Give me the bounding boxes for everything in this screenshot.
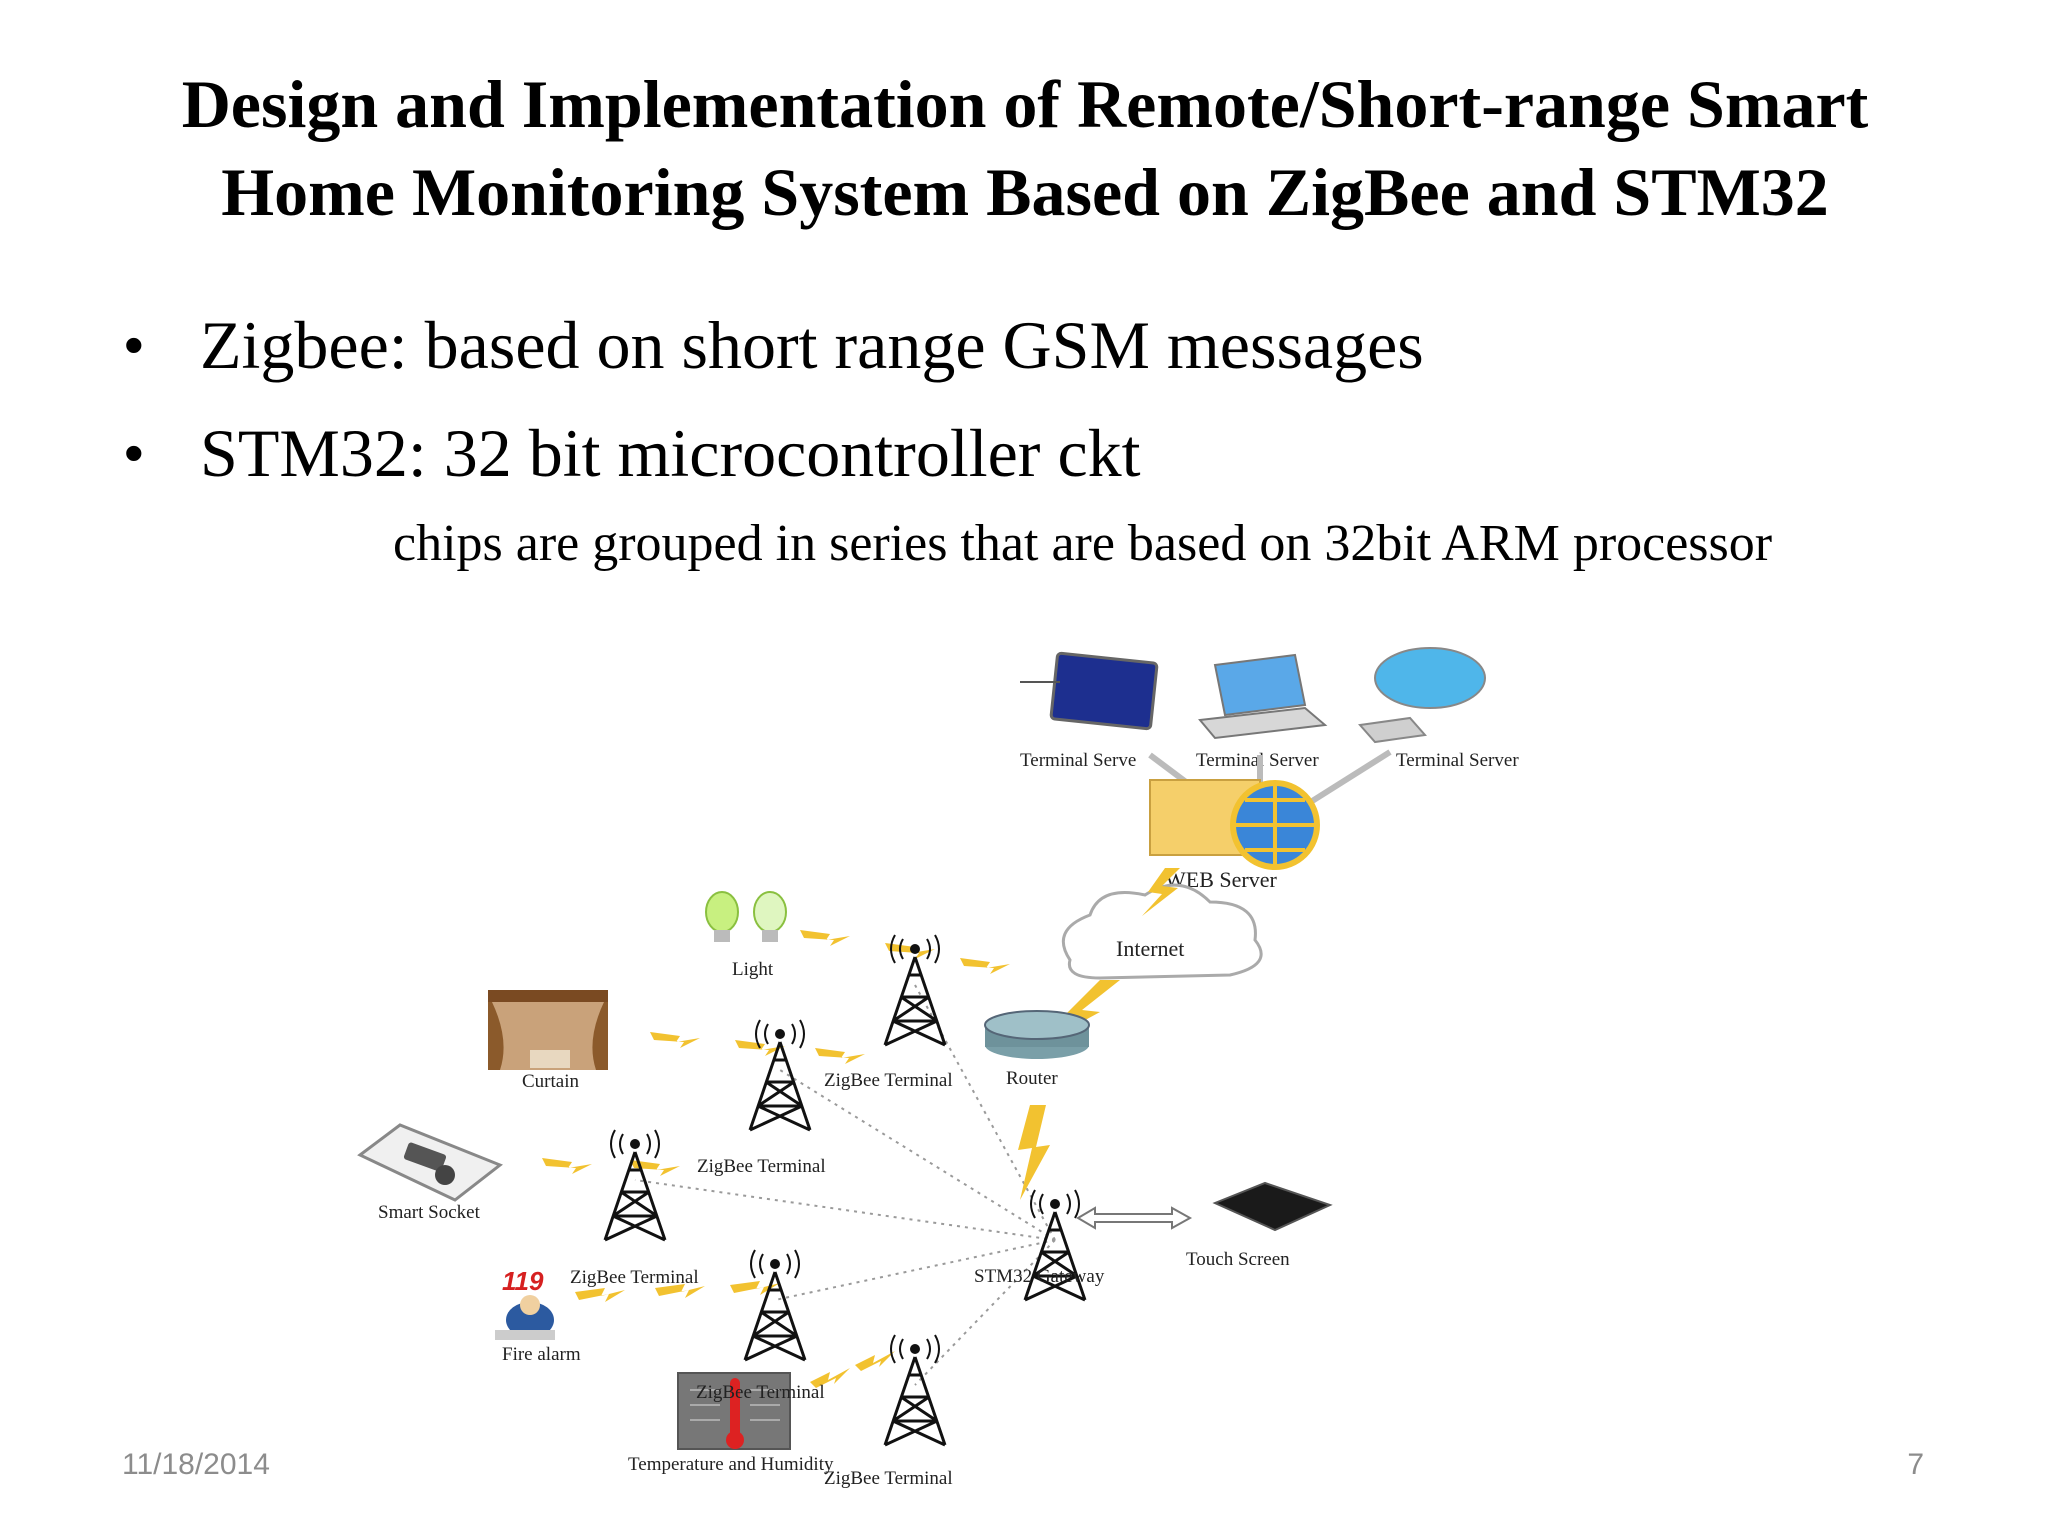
bullet-text: Zigbee: based on short range GSM message… [200,307,1424,383]
light-label: Light [732,959,774,980]
temperature-humidity-label: Temperature and Humidity [628,1454,834,1475]
curtain-icon [488,990,608,1070]
curtain-label: Curtain [522,1071,579,1092]
zigbee-terminal-icon-2 [748,1018,812,1132]
router-label: Router [1006,1068,1058,1089]
internet-cloud-icon [1061,883,1263,980]
sub-note: chips are grouped in series that are bas… [393,515,1773,572]
bullet-item-zigbee: • Zigbee: based on short range GSM messa… [120,305,1424,385]
bullet-dot-icon: • [124,313,144,376]
smart-socket-label: Smart Socket [378,1202,481,1223]
stm32-gateway-label: STM32 Gateway [974,1266,1105,1287]
smart-home-network-diagram: Terminal Serve Terminal Server Terminal … [357,647,1519,1489]
zigbee-terminal-label-1: ZigBee Terminal [824,1070,953,1091]
page-number: 7 [1907,1448,1924,1481]
terminal-server-laptop-icon [1198,653,1328,740]
fire-alarm-label: Fire alarm [502,1344,581,1365]
footer-date: 11/18/2014 [122,1448,270,1481]
internet-label: Internet [1116,936,1184,961]
router-icon [984,1010,1090,1059]
web-server-icon [1149,779,1320,870]
bullet-item-stm32: • STM32: 32 bit microcontroller ckt [120,413,1424,493]
bullet-dot-icon: • [124,421,144,484]
thermometer-icon [677,1372,791,1450]
touch-screen-label: Touch Screen [1186,1249,1290,1270]
double-arrow-icon [1076,1206,1193,1230]
fire-alarm-icon: 119 [495,1266,555,1340]
zigbee-terminal-label-4: ZigBee Terminal [696,1382,825,1403]
terminal-server-monitor-icon [1020,651,1159,731]
zigbee-terminal-icon-5 [883,1333,947,1447]
terminal-server-label-1: Terminal Serve [1020,750,1136,771]
zigbee-terminal-icon-1 [883,933,947,1047]
terminal-server-desktop-icon [1358,647,1486,744]
bullet-text: STM32: 32 bit microcontroller ckt [200,415,1141,491]
zigbee-terminal-icon-4 [743,1248,807,1362]
fire-alarm-number: 119 [502,1266,544,1296]
touch-screen-icon [1212,1181,1333,1232]
bullet-list: • Zigbee: based on short range GSM messa… [120,305,1424,521]
terminal-server-label-3: Terminal Server [1396,750,1519,771]
light-bulb-icon [705,891,787,942]
zigbee-terminal-label-5: ZigBee Terminal [824,1468,953,1489]
zigbee-terminal-label-2: ZigBee Terminal [697,1156,826,1177]
smart-socket-icon [357,1123,503,1202]
slide-title: Design and Implementation of Remote/Shor… [181,66,1869,230]
zigbee-terminal-icon-3 [603,1128,667,1242]
zigbee-terminal-label-3: ZigBee Terminal [570,1267,699,1288]
